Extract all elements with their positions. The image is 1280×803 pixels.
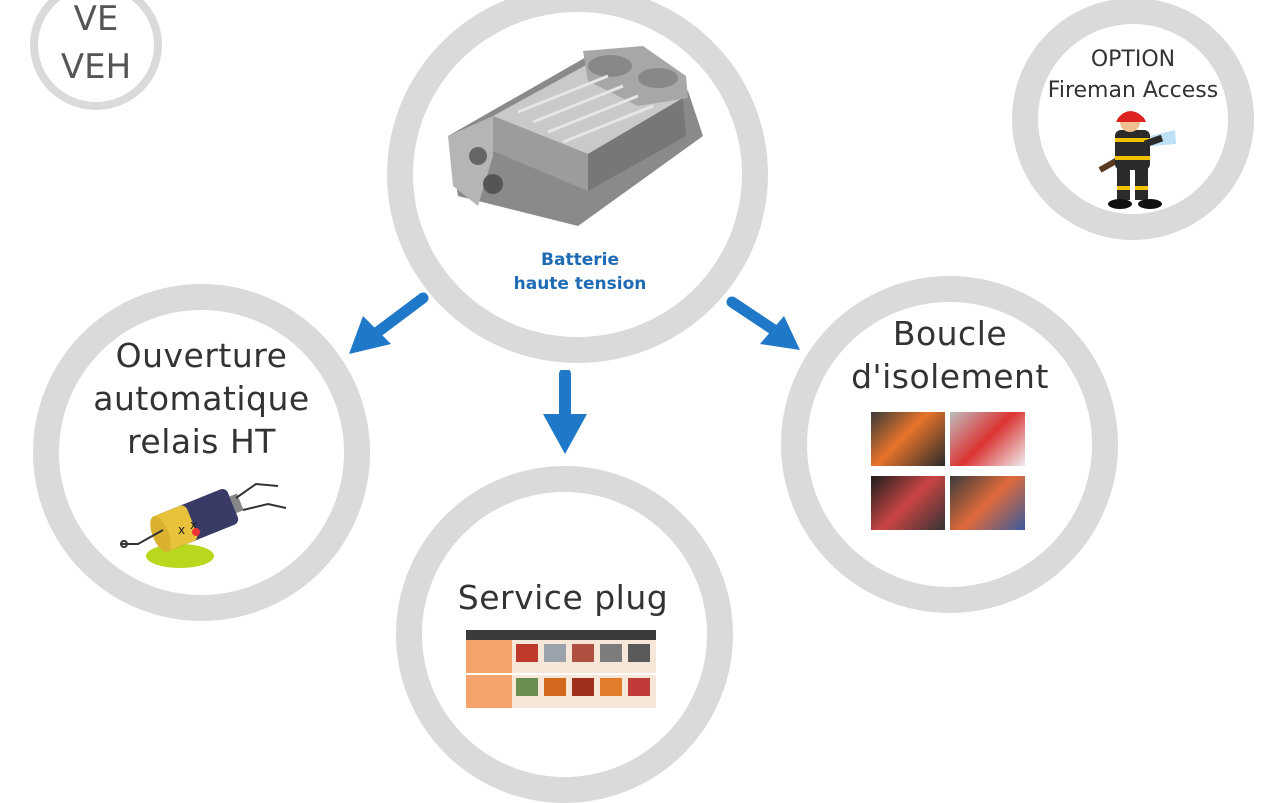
service-plug-table-image (466, 630, 656, 708)
svg-text:x: x (190, 518, 197, 532)
arrow-down-icon (543, 370, 587, 454)
ve-veh-circle (30, 0, 162, 110)
option-label: OPTION (1090, 47, 1176, 72)
relais-line1: Ouverture (115, 336, 288, 375)
dead-battery-icon: x x (120, 482, 287, 568)
arrow-down-right-icon (726, 296, 800, 350)
svg-text:x: x (178, 523, 185, 537)
ve-label: VE (73, 0, 119, 39)
arrow-down-left-icon (349, 292, 429, 354)
boucle-photo-3 (871, 476, 945, 530)
firefighter-icon (1098, 111, 1176, 209)
relais-line3: relais HT (127, 422, 276, 461)
boucle-line2: d'isolement (851, 357, 1049, 396)
boucle-photo-4 (950, 476, 1025, 530)
service-plug-title: Service plug (457, 578, 669, 617)
boucle-photo-1 (871, 412, 945, 466)
battery-pack-image (448, 46, 703, 226)
battery-label-line2: haute tension (513, 274, 647, 294)
veh-label: VEH (60, 47, 132, 87)
battery-label-line1: Batterie (541, 250, 619, 270)
relais-line2: automatique (93, 379, 310, 418)
fireman-access-label: Fireman Access (1047, 78, 1219, 103)
boucle-line1: Boucle (892, 314, 1008, 353)
boucle-photo-2 (950, 412, 1025, 466)
